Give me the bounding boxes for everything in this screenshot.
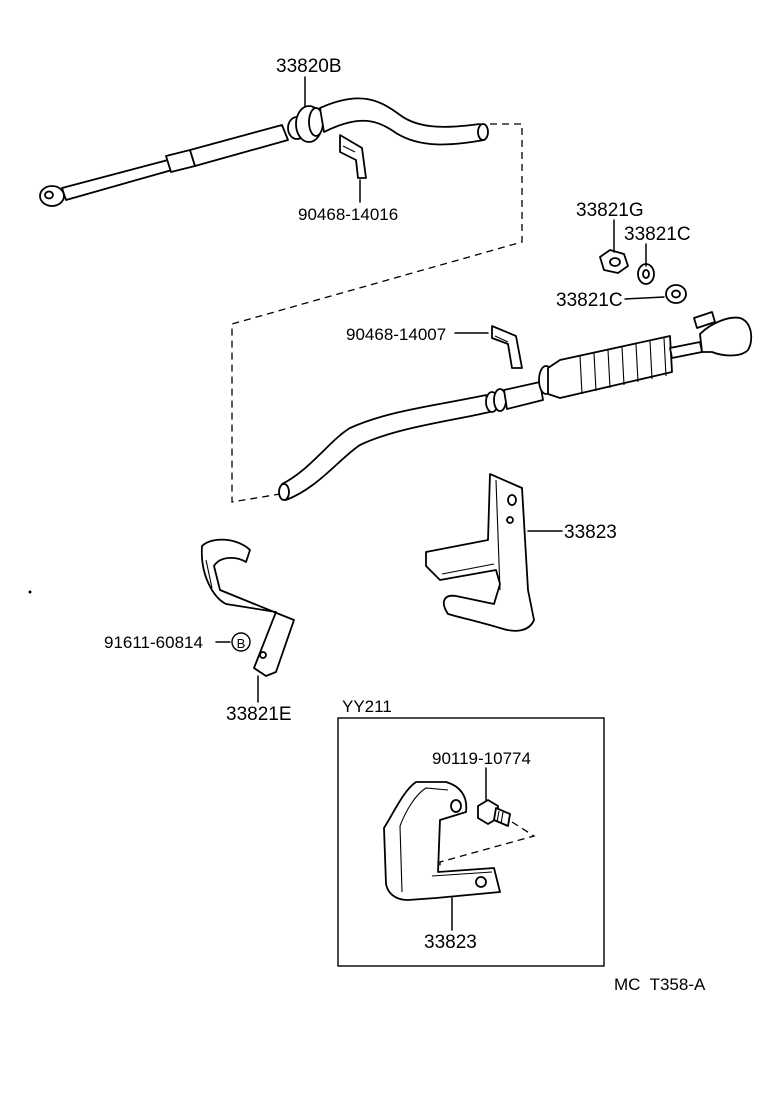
cable-upper bbox=[39, 97, 489, 207]
label-bracket-right: 33823 bbox=[564, 522, 617, 543]
bolt-marker-circle bbox=[231, 632, 251, 652]
clip-middle bbox=[491, 325, 523, 369]
inset-box bbox=[337, 717, 605, 967]
nut-33821g bbox=[599, 249, 629, 274]
label-bracket-left: 33821E bbox=[226, 704, 292, 725]
label-inset-bolt: 90119-10774 bbox=[432, 749, 531, 768]
washer-lower bbox=[665, 284, 687, 304]
label-inset-bracket: 33823 bbox=[424, 932, 477, 953]
bolt-marker-label: B bbox=[237, 636, 246, 651]
connection-line-upper bbox=[231, 123, 523, 503]
label-inset-title: YY211 bbox=[342, 697, 392, 716]
label-figure-code: MC T358-A bbox=[614, 975, 706, 994]
connection-line-inset bbox=[439, 821, 536, 868]
label-clip-middle: 90468-14007 bbox=[346, 325, 446, 344]
cable-lower bbox=[278, 311, 753, 501]
washer-upper bbox=[637, 263, 655, 285]
label-washer-lower: 33821C bbox=[556, 290, 623, 311]
inset-bolt bbox=[477, 799, 511, 827]
label-bolt-left: 91611-60814 bbox=[104, 633, 203, 652]
clip-upper bbox=[339, 134, 367, 179]
bracket-right bbox=[425, 473, 535, 632]
leader-washer-lower bbox=[624, 296, 665, 300]
scan-dot bbox=[28, 590, 32, 594]
inset-bracket bbox=[383, 781, 501, 901]
bracket-left bbox=[201, 538, 295, 677]
label-cable-main: 33820B bbox=[276, 56, 342, 77]
label-clip-upper: 90468-14016 bbox=[298, 205, 398, 224]
label-nut: 33821G bbox=[576, 200, 644, 221]
label-washer-upper: 33821C bbox=[624, 224, 691, 245]
